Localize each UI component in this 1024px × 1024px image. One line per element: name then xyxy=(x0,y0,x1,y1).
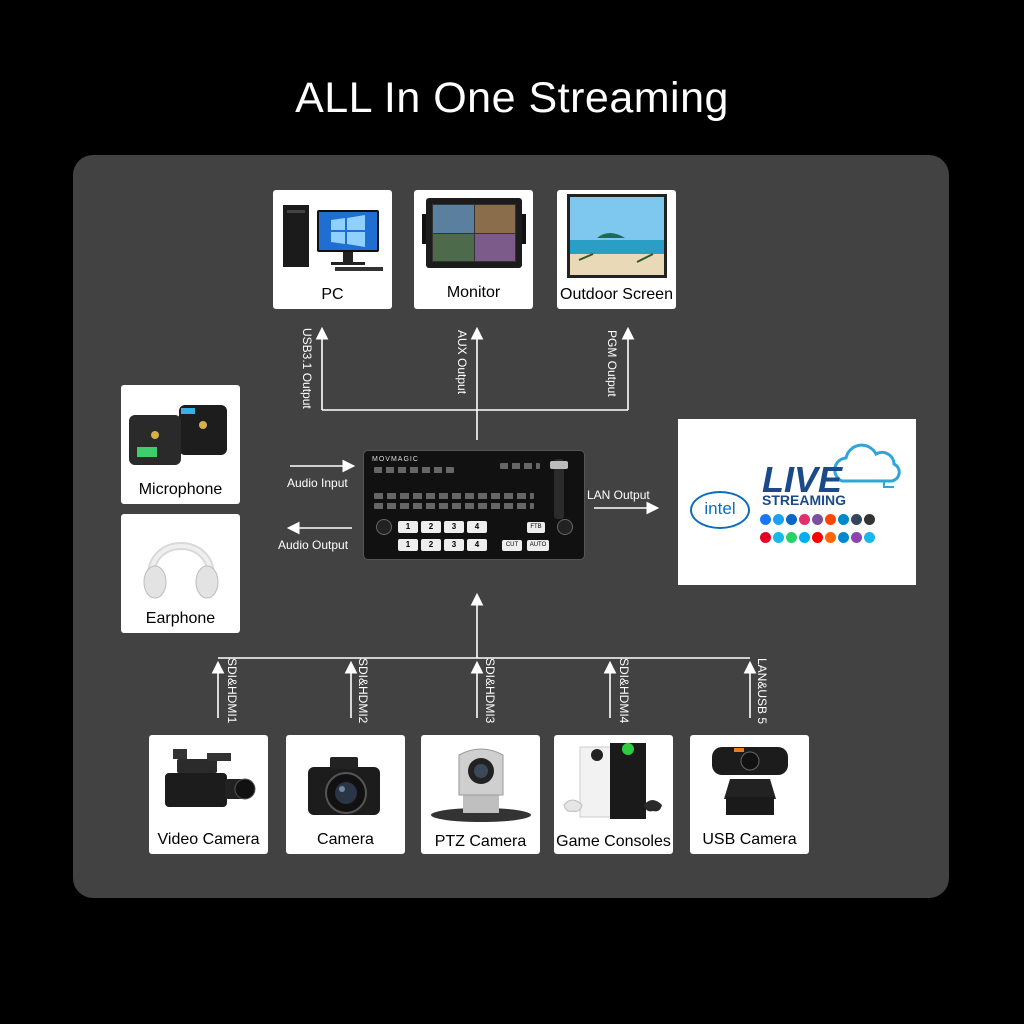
video-camera-card: Video Camera xyxy=(149,735,268,854)
knob-right[interactable] xyxy=(557,519,573,535)
video-camera-icon xyxy=(165,749,256,807)
ptz-camera-icon xyxy=(431,748,531,822)
telegram-icon xyxy=(838,532,849,543)
microphone-icon xyxy=(129,405,227,465)
microphone-label: Microphone xyxy=(138,481,223,498)
pc-label: PC xyxy=(321,286,344,303)
pgm-output-label: PGM Output xyxy=(605,330,619,397)
whatsapp-icon xyxy=(786,532,797,543)
webcam-icon xyxy=(712,747,788,815)
intel-logo: intel xyxy=(690,491,750,529)
flickr-icon xyxy=(825,532,836,543)
pinterest-icon xyxy=(760,532,771,543)
social-icons-row-1 xyxy=(760,512,910,530)
social-icons-row-2 xyxy=(760,530,910,548)
instagram-icon xyxy=(799,514,810,525)
knob-left[interactable] xyxy=(376,519,392,535)
switcher-key-row xyxy=(374,467,454,473)
camera-icon xyxy=(308,757,380,815)
game-console-icon xyxy=(563,743,662,819)
live-logo-text: LIVE xyxy=(762,459,843,500)
game-consoles-label: Game Consoles xyxy=(556,833,671,850)
outdoor-screen-icon xyxy=(567,194,667,278)
preview-key-2[interactable]: 2 xyxy=(421,521,441,533)
camera-card: Camera xyxy=(286,735,405,854)
ptz-camera-card: PTZ Camera xyxy=(421,735,540,854)
monitor-icon xyxy=(422,198,526,268)
aux-output-label: AUX Output xyxy=(455,330,469,395)
usb-camera-card: USB Camera xyxy=(690,735,809,854)
switcher-key-row xyxy=(374,503,534,509)
pc-icon xyxy=(283,205,383,271)
page-title: ALL In One Streaming xyxy=(295,74,729,122)
pc-card: PC xyxy=(273,190,392,309)
ptz-camera-label: PTZ Camera xyxy=(434,833,527,850)
t-bar-handle[interactable] xyxy=(550,461,568,469)
t-bar-track xyxy=(554,459,564,519)
earphone-label: Earphone xyxy=(145,610,216,627)
usb-camera-label: USB Camera xyxy=(702,831,797,848)
vimeo-icon xyxy=(773,532,784,543)
linkedin-icon xyxy=(786,514,797,525)
video-switcher: MOVMAGIC 1 2 3 4 1 2 3 4 FTB CUT AUTO xyxy=(363,450,585,560)
auto-button[interactable]: AUTO xyxy=(527,540,549,551)
cut-button[interactable]: CUT xyxy=(502,540,522,551)
audio-input-label: Audio Input xyxy=(287,476,348,490)
microphone-card: Microphone xyxy=(121,385,240,504)
switcher-key-row xyxy=(374,493,534,499)
twitter-icon xyxy=(773,514,784,525)
reddit-icon xyxy=(825,514,836,525)
tumblr-icon xyxy=(851,514,862,525)
cloud-icon xyxy=(833,443,901,488)
streaming-logo-text: STREAMING xyxy=(762,492,846,508)
youtube-icon xyxy=(812,532,823,543)
program-key-2[interactable]: 2 xyxy=(421,539,441,551)
switcher-brand: MOVMAGIC xyxy=(372,456,419,463)
audio-output-label: Audio Output xyxy=(278,538,349,552)
ftb-button[interactable]: FTB xyxy=(527,522,545,533)
program-key-4[interactable]: 4 xyxy=(467,539,487,551)
usb-output-label: USB3.1 Output xyxy=(300,328,314,409)
headphones-icon xyxy=(143,542,219,599)
input-2-label: SDI&HDMI2 xyxy=(356,658,370,724)
lan-output-label: LAN Output xyxy=(587,488,650,502)
input-3-label: SDI&HDMI3 xyxy=(483,658,497,724)
skype-icon xyxy=(799,532,810,543)
input-5-label: LAN&USB 5 xyxy=(755,658,769,725)
outdoor-screen-card: Outdoor Screen xyxy=(557,190,676,309)
switcher-key-row xyxy=(500,463,540,469)
monitor-label: Monitor xyxy=(446,284,501,301)
outdoor-screen-label: Outdoor Screen xyxy=(560,286,673,303)
facebook-icon xyxy=(760,514,771,525)
monitor-card: Monitor xyxy=(414,190,533,309)
input-4-label: SDI&HDMI4 xyxy=(617,658,631,724)
preview-key-3[interactable]: 3 xyxy=(444,521,464,533)
preview-key-1[interactable]: 1 xyxy=(398,521,418,533)
vimeo-icon xyxy=(864,532,875,543)
program-key-1[interactable]: 1 xyxy=(398,539,418,551)
earphone-card: Earphone xyxy=(121,514,240,633)
program-key-3[interactable]: 3 xyxy=(444,539,464,551)
preview-key-4[interactable]: 4 xyxy=(467,521,487,533)
input-1-label: SDI&HDMI1 xyxy=(225,658,239,724)
video-camera-label: Video Camera xyxy=(157,831,260,848)
more-icon xyxy=(864,514,875,525)
viber-icon xyxy=(812,514,823,525)
game-consoles-card: Game Consoles xyxy=(554,735,673,854)
telegram-icon xyxy=(838,514,849,525)
camera-label: Camera xyxy=(317,831,374,848)
live-streaming-panel: intel LIVE STREAMING xyxy=(678,419,916,585)
twitch-icon xyxy=(851,532,862,543)
